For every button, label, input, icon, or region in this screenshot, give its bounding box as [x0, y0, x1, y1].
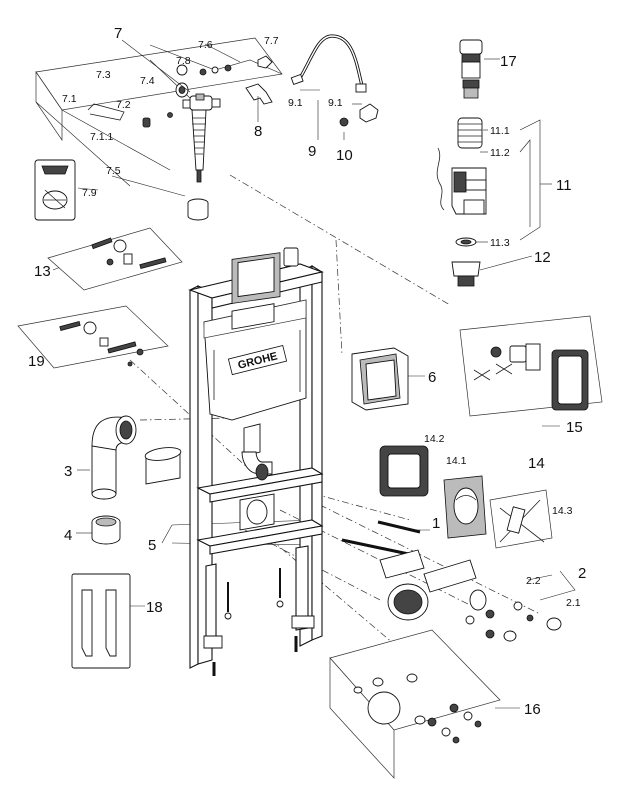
- label-3: 3: [64, 463, 72, 480]
- label-19: 19: [28, 353, 45, 370]
- label-14-3: 14.3: [552, 505, 573, 517]
- part-15-box: [459, 315, 603, 417]
- label-17: 17: [500, 53, 517, 70]
- label-7-5: 7.5: [106, 165, 121, 177]
- label-13: 13: [34, 263, 51, 280]
- label-9-1a: 9.1: [288, 97, 303, 109]
- label-9: 9: [308, 143, 316, 160]
- label-2-2: 2.2: [526, 575, 541, 587]
- label-14: 14: [528, 455, 545, 472]
- service-box-6: [351, 347, 409, 411]
- callout-labels: 7 7.8 7.6 7.7 7.3 7.4 7.1 7.2 7.1.1 7.5 …: [28, 25, 586, 718]
- label-11-3: 11.3: [490, 237, 510, 249]
- label-7-1: 7.1: [62, 93, 77, 105]
- label-7-8: 7.8: [176, 55, 191, 67]
- threaded-rods-1: [341, 520, 421, 558]
- flex-hose: [290, 34, 379, 127]
- bend-pipe-3: [91, 415, 182, 500]
- plane-19: [17, 305, 169, 369]
- label-15: 15: [566, 419, 583, 436]
- label-16: 16: [524, 701, 541, 718]
- label-10: 10: [336, 147, 353, 164]
- connection-pipes-2: [379, 549, 562, 642]
- label-7-7: 7.7: [264, 35, 279, 47]
- label-7-4: 7.4: [140, 75, 155, 87]
- valve-kit-plane: [35, 37, 283, 187]
- label-7-1-1: 7.1.1: [90, 131, 114, 143]
- part-14-plates: [379, 445, 553, 549]
- label-11-2: 11.2: [490, 147, 510, 159]
- flush-valve-stack: [436, 39, 487, 287]
- label-2: 2: [578, 565, 586, 582]
- plane-13: [47, 227, 183, 291]
- label-7-3: 7.3: [96, 69, 111, 81]
- bracket-8: [245, 83, 273, 105]
- label-7-6: 7.6: [198, 39, 213, 51]
- float-cup: [187, 198, 209, 221]
- label-9-1b: 9.1: [328, 97, 343, 109]
- label-8: 8: [254, 123, 262, 140]
- pan-connector-plate: [239, 493, 275, 531]
- label-18: 18: [146, 599, 163, 616]
- label-14-1: 14.1: [446, 455, 467, 467]
- label-7-9: 7.9: [82, 187, 97, 199]
- label-1: 1: [432, 515, 440, 532]
- cap-4: [91, 515, 121, 545]
- part-18-brackets: [71, 573, 131, 669]
- part-7-9-box: [34, 159, 76, 221]
- label-2-1: 2.1: [566, 597, 581, 609]
- fill-valve: [182, 93, 221, 183]
- label-4: 4: [64, 527, 72, 544]
- label-11-1: 11.1: [490, 125, 510, 137]
- label-7-2: 7.2: [116, 99, 131, 111]
- label-12: 12: [534, 249, 551, 266]
- label-14-2: 14.2: [424, 433, 445, 445]
- label-7: 7: [114, 25, 122, 42]
- floor-screws: [212, 568, 298, 676]
- valve-small-parts: [87, 55, 273, 128]
- label-11: 11: [556, 177, 572, 194]
- part-16-plate: [329, 629, 501, 779]
- label-6: 6: [428, 369, 436, 386]
- label-5: 5: [148, 537, 156, 554]
